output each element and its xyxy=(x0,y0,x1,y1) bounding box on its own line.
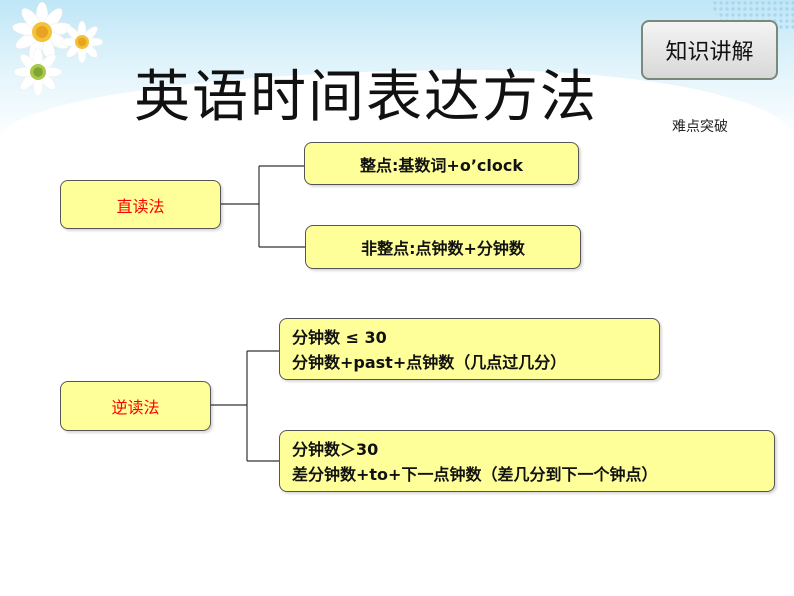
rule-past-condition: 分钟数 ≤ 30 xyxy=(292,328,387,347)
rule-past-formula: 分钟数+past+点钟数（几点过几分） xyxy=(292,353,567,372)
page-title: 英语时间表达方法 xyxy=(134,65,598,130)
section-badge: 知识讲解 xyxy=(641,20,778,80)
daisy-flowers-decoration xyxy=(12,1,104,97)
rule-whole-hour-box: 整点:基数词+o’clock xyxy=(304,142,579,185)
daisy-icon xyxy=(12,1,72,61)
daisy-icon xyxy=(60,20,104,64)
method-reverse-box: 逆读法 xyxy=(60,381,211,431)
rule-to-box: 分钟数＞30 差分钟数+to+下一点钟数（差几分到下一个钟点） xyxy=(279,430,775,492)
method-direct-box: 直读法 xyxy=(60,180,221,229)
method2-connector xyxy=(211,350,279,462)
method1-connector xyxy=(221,165,305,248)
method-reverse-label: 逆读法 xyxy=(111,398,160,417)
daisy-icon xyxy=(13,47,63,97)
method-direct-label: 直读法 xyxy=(116,196,165,216)
rule-non-whole-hour-text: 非整点:点钟数+分钟数 xyxy=(361,239,525,258)
rule-past-box: 分钟数 ≤ 30 分钟数+past+点钟数（几点过几分） xyxy=(279,318,660,380)
rule-to-condition: 分钟数＞30 xyxy=(292,440,379,459)
rule-whole-hour-text: 整点:基数词+o’clock xyxy=(360,155,523,175)
section-subtitle: 难点突破 xyxy=(672,119,728,135)
rule-to-formula: 差分钟数+to+下一点钟数（差几分到下一个钟点） xyxy=(292,465,658,484)
rule-non-whole-hour-box: 非整点:点钟数+分钟数 xyxy=(305,225,581,269)
